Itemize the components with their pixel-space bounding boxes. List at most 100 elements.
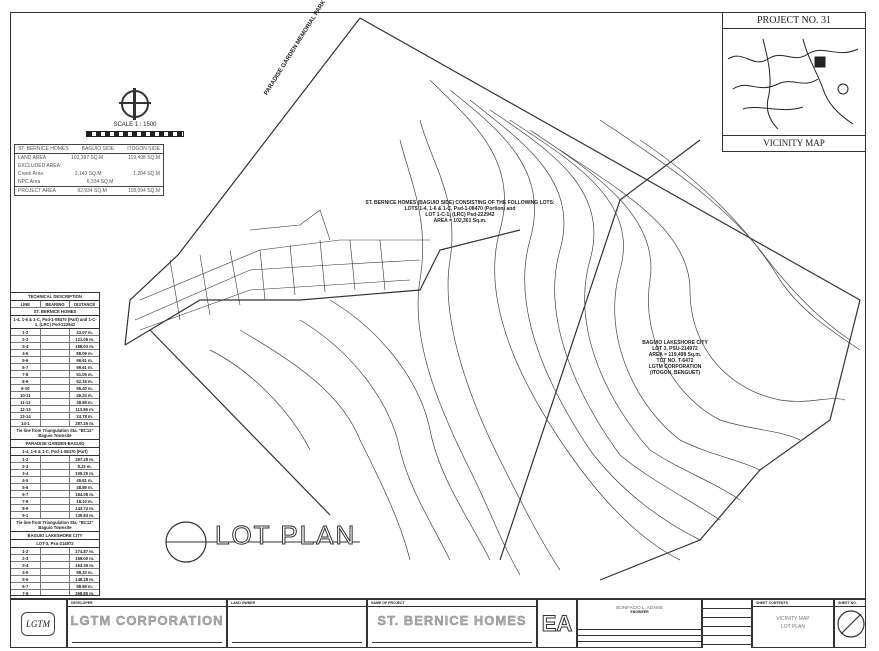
engineer-logo-icon: EA <box>538 600 578 648</box>
area-label: NPC Area <box>18 179 41 185</box>
tech-row: 4-5 98.33 m. <box>11 569 99 576</box>
tech-distance: 95.40 m. <box>76 385 93 391</box>
tech-line: 7-8 <box>11 590 41 595</box>
sheet-no-label: SHEET NO. <box>835 600 866 607</box>
tech-row: 12-13 113.86 m. <box>11 406 99 413</box>
scale-bar <box>86 131 184 137</box>
tech-distance: 143.74 m. <box>75 505 95 511</box>
area-itogon: 118,094 SQ.M <box>128 188 160 194</box>
tech-line: 8-9 <box>11 505 41 511</box>
tech-line: 12-13 <box>11 406 41 412</box>
engineer-role: ENGINEER <box>630 610 649 614</box>
contour-lines <box>209 79 861 576</box>
tech-distance: 18.10 m. <box>76 498 93 504</box>
col-distance: DISTANCE <box>74 301 96 307</box>
tech-bearing <box>41 491 71 497</box>
project-cell: NAME OF PROJECT ST. BERNICE HOMES <box>368 600 538 648</box>
tech-bearing <box>41 350 71 356</box>
tech-line: 3-4 <box>11 562 41 568</box>
tech-distance: 99.61 m. <box>76 364 93 370</box>
tech-distance: 268.85 m. <box>75 590 95 596</box>
project-label: NAME OF PROJECT <box>368 600 536 607</box>
north-arrow-and-scale: SCALE 1 : 1500 <box>80 88 190 140</box>
tech-distance: 148.28 m. <box>75 576 95 582</box>
col-line: LINE <box>11 301 41 307</box>
sheet-no-cell: SHEET NO. <box>835 600 866 648</box>
st-bernice-line: LOTS 1-4, 1-6 & 1-C, Psd-1-08470 (Portio… <box>404 206 516 212</box>
sheet-contents-cell: SHEET CONTENTS VICINITY MAP LOT PLAN <box>753 600 835 648</box>
tech-section-subtitle: 1-4, 1-6 & 1-C, Psd-1-08470 (Part) <box>11 448 99 456</box>
tech-bearing <box>41 329 71 335</box>
tech-distance: 8.22 m. <box>77 463 92 469</box>
tech-line: 14-1 <box>11 420 41 426</box>
tech-line: 9-10 <box>11 385 41 391</box>
area-header: ST. BERNICE HOMES BAGUIO SIDE ITOGON SID… <box>15 145 163 154</box>
tech-line: 8-9 <box>11 378 41 384</box>
tech-bearing <box>41 548 71 554</box>
tech-line: 13-14 <box>11 413 41 419</box>
tech-bearing <box>41 562 71 568</box>
tech-distance: 24.78 m. <box>76 413 93 419</box>
col-bearing: BEARING <box>41 301 71 307</box>
tech-bearing <box>41 413 71 419</box>
tech-bearing <box>41 505 71 511</box>
sheet-contents-label: SHEET CONTENTS <box>753 600 833 607</box>
tech-row: 14-1 287.25 m. <box>11 420 99 427</box>
tech-line: 2-3 <box>11 336 41 342</box>
tech-bearing <box>41 385 71 391</box>
area-label: EXCLUDED AREA: <box>18 163 62 169</box>
tech-distance: 45.61 m. <box>76 477 93 483</box>
tech-section-name: PARADISE GARDEN-BAGUIO <box>11 440 99 448</box>
tech-columns: LINE BEARING DISTANCE <box>11 301 99 308</box>
tech-row: 8-9 143.74 m. <box>11 505 99 512</box>
tech-bearing <box>41 406 71 412</box>
tech-distance: 184.08 m. <box>75 491 95 497</box>
tech-row: 5-6 48.89 m. <box>11 484 99 491</box>
tech-bearing <box>41 336 71 342</box>
vicinity-map: PROJECT NO. 31 VICINITY MAP <box>722 12 866 152</box>
lakeshore-line: LOT 3, PSU-214972 <box>652 346 698 352</box>
area-label: Creek Area <box>18 171 44 177</box>
lakeshore-label: BAGUIO LAKESHORE CITY LOT 3, PSU-214972 … <box>610 340 740 376</box>
tech-row: 5-6 148.28 m. <box>11 576 99 583</box>
tech-line: 5-6 <box>11 484 41 490</box>
tech-row: 3-4 188.03 m. <box>11 343 99 350</box>
area-label: LAND AREA <box>18 155 47 161</box>
tech-bearing <box>41 343 71 349</box>
tech-line: 4-5 <box>11 350 41 356</box>
area-label: PROJECT AREA <box>18 188 56 194</box>
tech-bearing <box>41 583 71 589</box>
developer-name: LGTM CORPORATION <box>70 613 224 628</box>
tech-line: 5-6 <box>11 357 41 363</box>
tech-bearing <box>41 555 71 561</box>
st-bernice-line: AREA = 102,301 Sq.m. <box>433 218 487 224</box>
tech-distance: 96.61 m. <box>76 357 93 363</box>
tech-distance: 113.86 m. <box>75 406 94 412</box>
tech-row: 5-6 96.61 m. <box>11 357 99 364</box>
tech-bearing <box>41 463 71 469</box>
tech-distance: 121.05 m. <box>75 336 95 342</box>
tech-distance: 43.07 m. <box>76 329 93 335</box>
tech-distance: 165.00 m. <box>75 555 95 561</box>
tech-bearing <box>41 477 71 483</box>
tech-row: 7-8 51.05 m. <box>11 371 99 378</box>
tech-distance: 287.25 m. <box>75 420 95 426</box>
vicinity-map-title: VICINITY MAP <box>723 135 865 148</box>
tech-line: 2-3 <box>11 555 41 561</box>
tech-row: 7-8 268.85 m. <box>11 590 99 596</box>
area-baguio: 2,143 SQ.M <box>74 171 102 177</box>
tech-line: 6-7 <box>11 364 41 370</box>
tech-distance: 98.33 m. <box>76 569 93 575</box>
lakeshore-line: BAGUIO LAKESHORE CITY <box>642 340 708 346</box>
scale-label: SCALE <box>113 122 134 128</box>
tech-line: 1-2 <box>11 548 41 554</box>
area-baguio: 102,397 SQ.M <box>70 155 104 161</box>
developer-label: DEVELOPER <box>68 600 226 607</box>
tech-row: 1-2 43.07 m. <box>11 329 99 336</box>
tech-title: TECHNICAL DESCRIPTION <box>11 293 99 301</box>
logo-cell: LGTM <box>10 600 68 648</box>
area-summary-table: ST. BERNICE HOMES BAGUIO SIDE ITOGON SID… <box>14 144 164 196</box>
tech-row: 13-14 24.78 m. <box>11 413 99 420</box>
